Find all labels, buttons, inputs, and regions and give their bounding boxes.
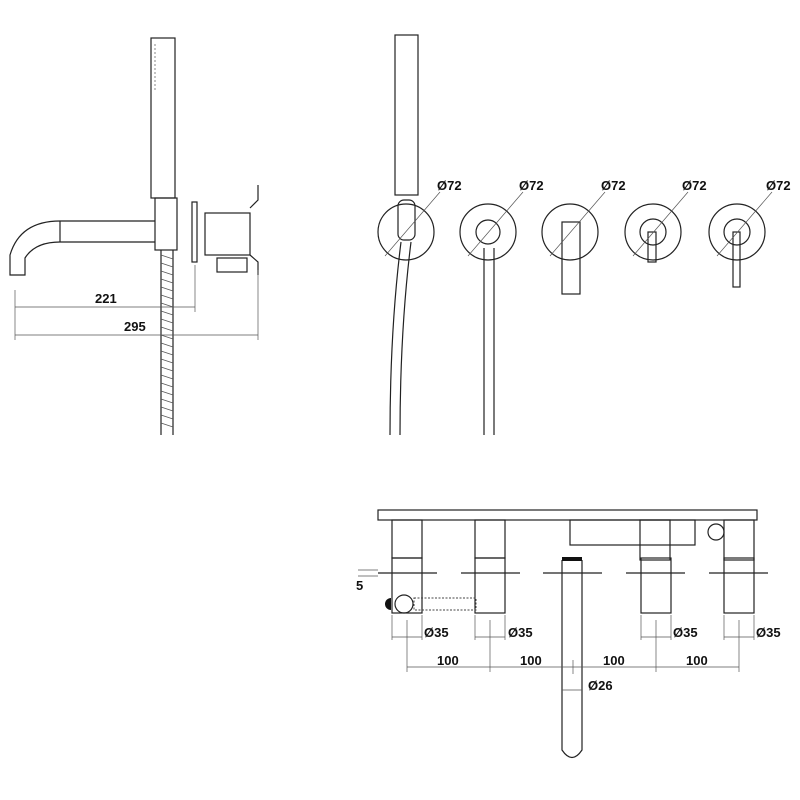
hose-top: [413, 597, 477, 611]
spout-seal: [562, 557, 582, 561]
hose-2: [483, 248, 495, 435]
rosette-4: [624, 203, 682, 261]
hose-1: [389, 241, 412, 436]
hose-connector: [394, 594, 414, 614]
rosette-diameter-4: Ø72: [682, 178, 707, 193]
spacing-4: 100: [686, 653, 708, 668]
bath-spout: [9, 220, 155, 276]
hand-shower-front: [394, 34, 419, 196]
rosette-1: [377, 203, 435, 261]
top-view: 5 Ø35 Ø35 Ø35 Ø35 100 100 100 100 Ø26: [356, 509, 781, 759]
valve-diameter-4: Ø35: [756, 625, 781, 640]
flange-thickness: 5: [356, 578, 363, 593]
rosette-3: [541, 203, 599, 261]
rosette-5: [708, 203, 766, 261]
shower-holder: [154, 197, 178, 251]
rosette-diameter-1: Ø72: [437, 178, 462, 193]
hand-shower: [150, 37, 176, 199]
valve-diameter-3: Ø35: [673, 625, 698, 640]
side-view: 221 295: [9, 37, 259, 435]
front-view: Ø72 Ø72 Ø72 Ø72 Ø72: [377, 34, 791, 436]
wall-plate: [191, 201, 198, 263]
dim-221: 221: [95, 291, 117, 306]
valve-body: [204, 212, 251, 256]
mounting-plate: [377, 509, 758, 521]
rosette-diameter-2: Ø72: [519, 178, 544, 193]
spout-front: [561, 221, 581, 295]
valve-diameter-1: Ø35: [424, 625, 449, 640]
spacing-2: 100: [520, 653, 542, 668]
spacing-3: 100: [603, 653, 625, 668]
rosette-diameter-3: Ø72: [601, 178, 626, 193]
dim-295: 295: [124, 319, 146, 334]
rosette-diameter-5: Ø72: [766, 178, 791, 193]
rosette-2: [459, 203, 517, 261]
valve-diameter-2: Ø35: [508, 625, 533, 640]
spout-diameter: Ø26: [588, 678, 613, 693]
spacing-1: 100: [437, 653, 459, 668]
shower-hose: [160, 250, 174, 435]
